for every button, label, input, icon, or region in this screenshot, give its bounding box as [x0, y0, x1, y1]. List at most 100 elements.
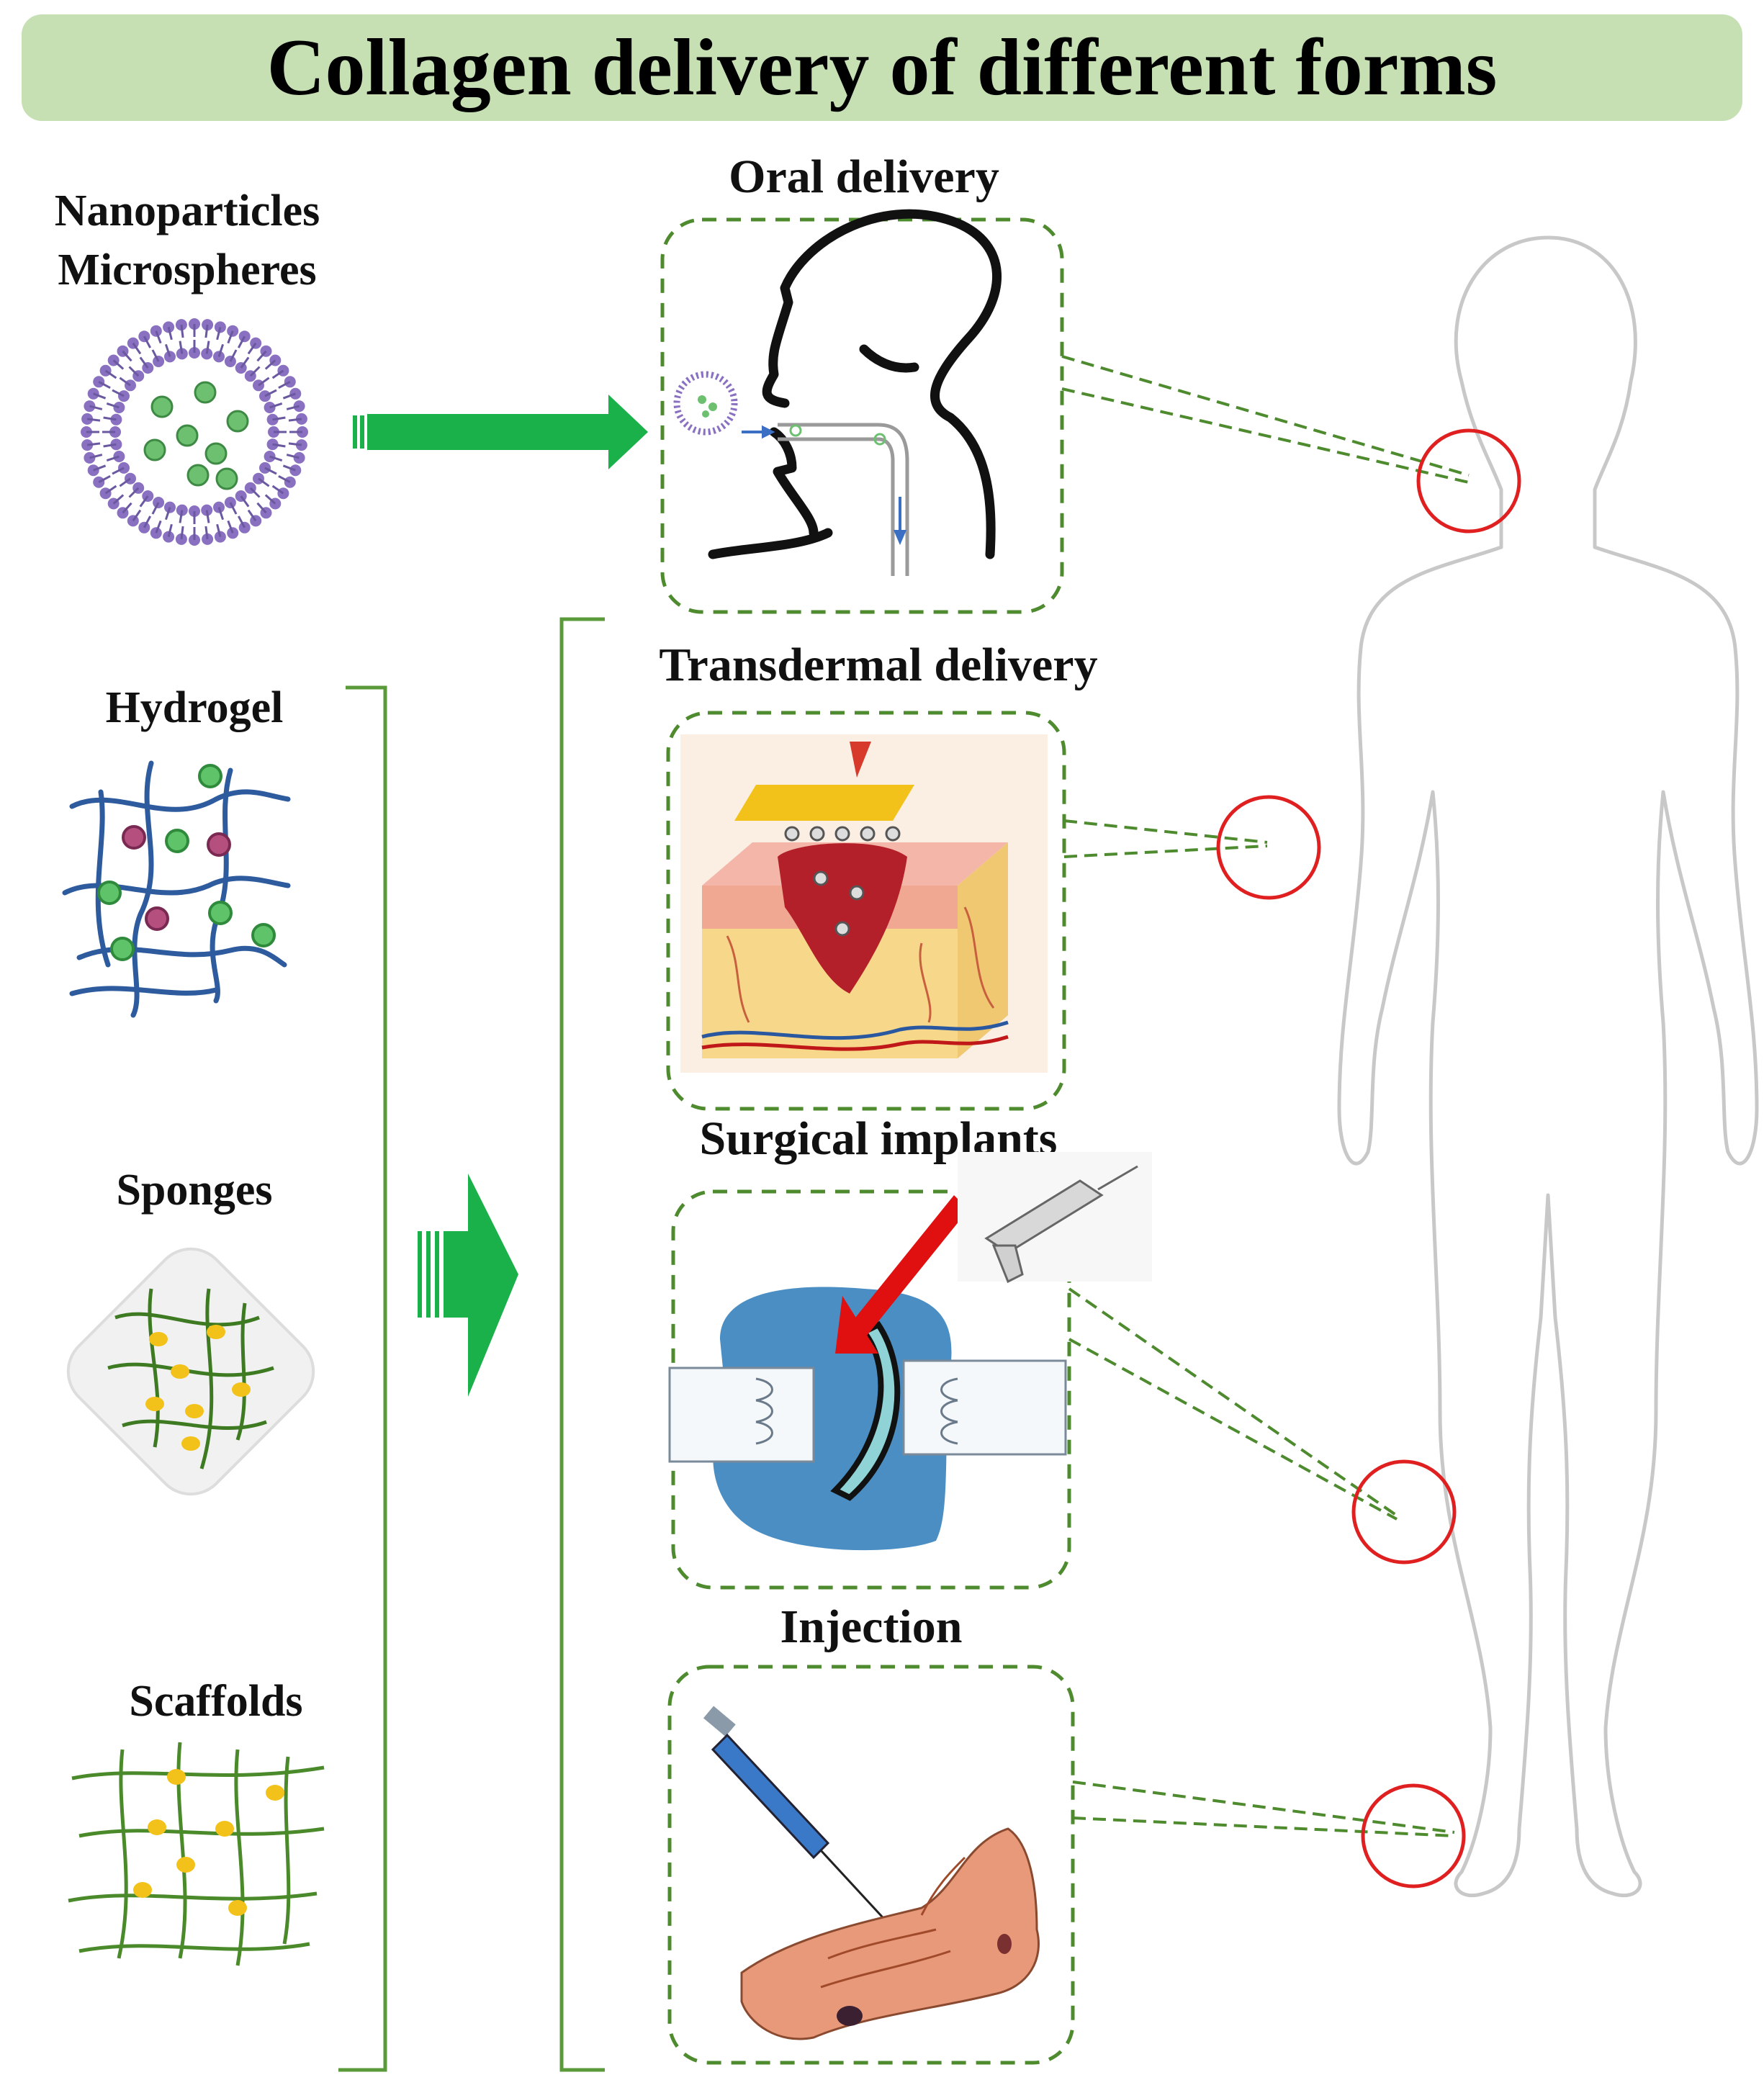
lipid-tail [98, 380, 111, 390]
skin-patch-illustration [680, 734, 1048, 1073]
label-injection: Injection [780, 1600, 963, 1653]
lipid-tail [217, 507, 225, 521]
lipid-tail [106, 402, 120, 409]
lipid-tail [227, 330, 234, 344]
lipid-tail [151, 502, 160, 515]
surgical-implant-illustration [668, 1152, 1152, 1551]
lipid-tail [249, 487, 261, 498]
target-arm-circle [1216, 795, 1321, 900]
lipid-tail [278, 380, 291, 390]
lipid-tail [282, 392, 296, 400]
lipid-tail [258, 477, 270, 487]
lipid-head [84, 400, 96, 413]
lipid-tail [119, 377, 131, 387]
injection-box [667, 1665, 1075, 2065]
lipid-tail [264, 389, 277, 397]
lipid-tail [106, 455, 120, 462]
lipid-tail [286, 405, 300, 410]
lipid-tail [205, 341, 210, 354]
lipid-tail [247, 509, 257, 522]
lipid-tail [167, 523, 173, 537]
lipid-tail [288, 442, 302, 446]
collagen-particle [176, 424, 199, 447]
lipid-tail [89, 454, 103, 459]
lipid-tail [271, 369, 284, 379]
target-knee-circle [1351, 1459, 1457, 1565]
lipid-tail [122, 350, 132, 362]
lipid-tail [240, 356, 250, 369]
lipid-tail [86, 442, 101, 446]
lipid-tail [179, 510, 184, 523]
particle-icon [873, 433, 886, 446]
lipid-tail [164, 507, 171, 521]
lipid-tail [112, 494, 125, 505]
left-bracket [338, 685, 387, 2072]
lipid-tail [112, 359, 125, 370]
lipid-tail [237, 336, 246, 348]
lipid-tail [98, 474, 111, 484]
lipid-tail [216, 327, 222, 341]
lipid-tail [86, 418, 101, 422]
lipid-tail [180, 526, 184, 540]
lipid-tail [229, 349, 238, 362]
transdermal-box [666, 711, 1066, 1111]
lipid-tail [128, 366, 140, 377]
collagen-particle [226, 410, 249, 433]
lipid-tail [240, 495, 250, 508]
lipid-tail [264, 494, 276, 505]
label-nanoparticles: Nanoparticles [54, 186, 320, 235]
sponge-illustration [66, 1247, 315, 1496]
lipid-tail [282, 464, 296, 472]
collagen-particle [186, 464, 210, 487]
lipid-tail [205, 510, 210, 523]
diagram-title: Collagen delivery of different forms [266, 22, 1498, 112]
esophagus-tube [778, 423, 909, 576]
lipid-tail [103, 416, 117, 421]
lipid-tail [269, 455, 283, 462]
lipid-tail [119, 477, 131, 487]
lipid-tail [93, 392, 107, 400]
lipid-tail [227, 520, 234, 533]
lipid-tail [122, 502, 132, 514]
lipid-tail [167, 327, 173, 341]
label-microspheres: Microspheres [58, 246, 317, 294]
lipid-tail [216, 523, 222, 537]
label-oral-delivery: Oral delivery [729, 150, 999, 203]
lipid-tail [151, 349, 160, 362]
lipid-tail [286, 454, 300, 459]
lipid-tail [128, 487, 140, 498]
lipid-tail [269, 402, 283, 409]
small-liposome-icon [673, 371, 738, 436]
lipid-tail [249, 366, 261, 377]
lipid-tail [143, 336, 152, 348]
label-hydrogel: Hydrogel [105, 683, 284, 732]
lipid-tail [132, 342, 142, 355]
surgical-box [671, 1189, 1071, 1590]
title-banner: Collagen delivery of different forms [22, 14, 1742, 121]
lipid-tail [204, 324, 209, 338]
lipid-tail [256, 350, 267, 362]
lipid-head [84, 451, 96, 464]
lipid-tail [278, 474, 291, 484]
connection-lines [1061, 355, 1470, 1837]
collagen-particle [215, 467, 238, 490]
lipid-tail [229, 502, 238, 515]
lipid-tail [104, 369, 117, 379]
label-sponges: Sponges [116, 1166, 273, 1215]
lipid-tail [247, 342, 257, 355]
lipid-tail [237, 516, 246, 528]
lipid-tail [89, 405, 103, 410]
lipid-tail [139, 495, 149, 508]
lipid-tail [139, 356, 149, 369]
target-circles [1216, 428, 1521, 1888]
right-bracket [559, 617, 605, 2072]
lipid-tail [264, 467, 277, 475]
human-body-outline [1337, 235, 1759, 1898]
lipid-tail [272, 443, 286, 448]
lipid-tail [179, 341, 184, 354]
hydrogel-particles [97, 764, 276, 961]
lipid-tail [132, 509, 142, 522]
arrow-to-oral [353, 395, 648, 469]
syringe-icon [703, 1706, 909, 1945]
